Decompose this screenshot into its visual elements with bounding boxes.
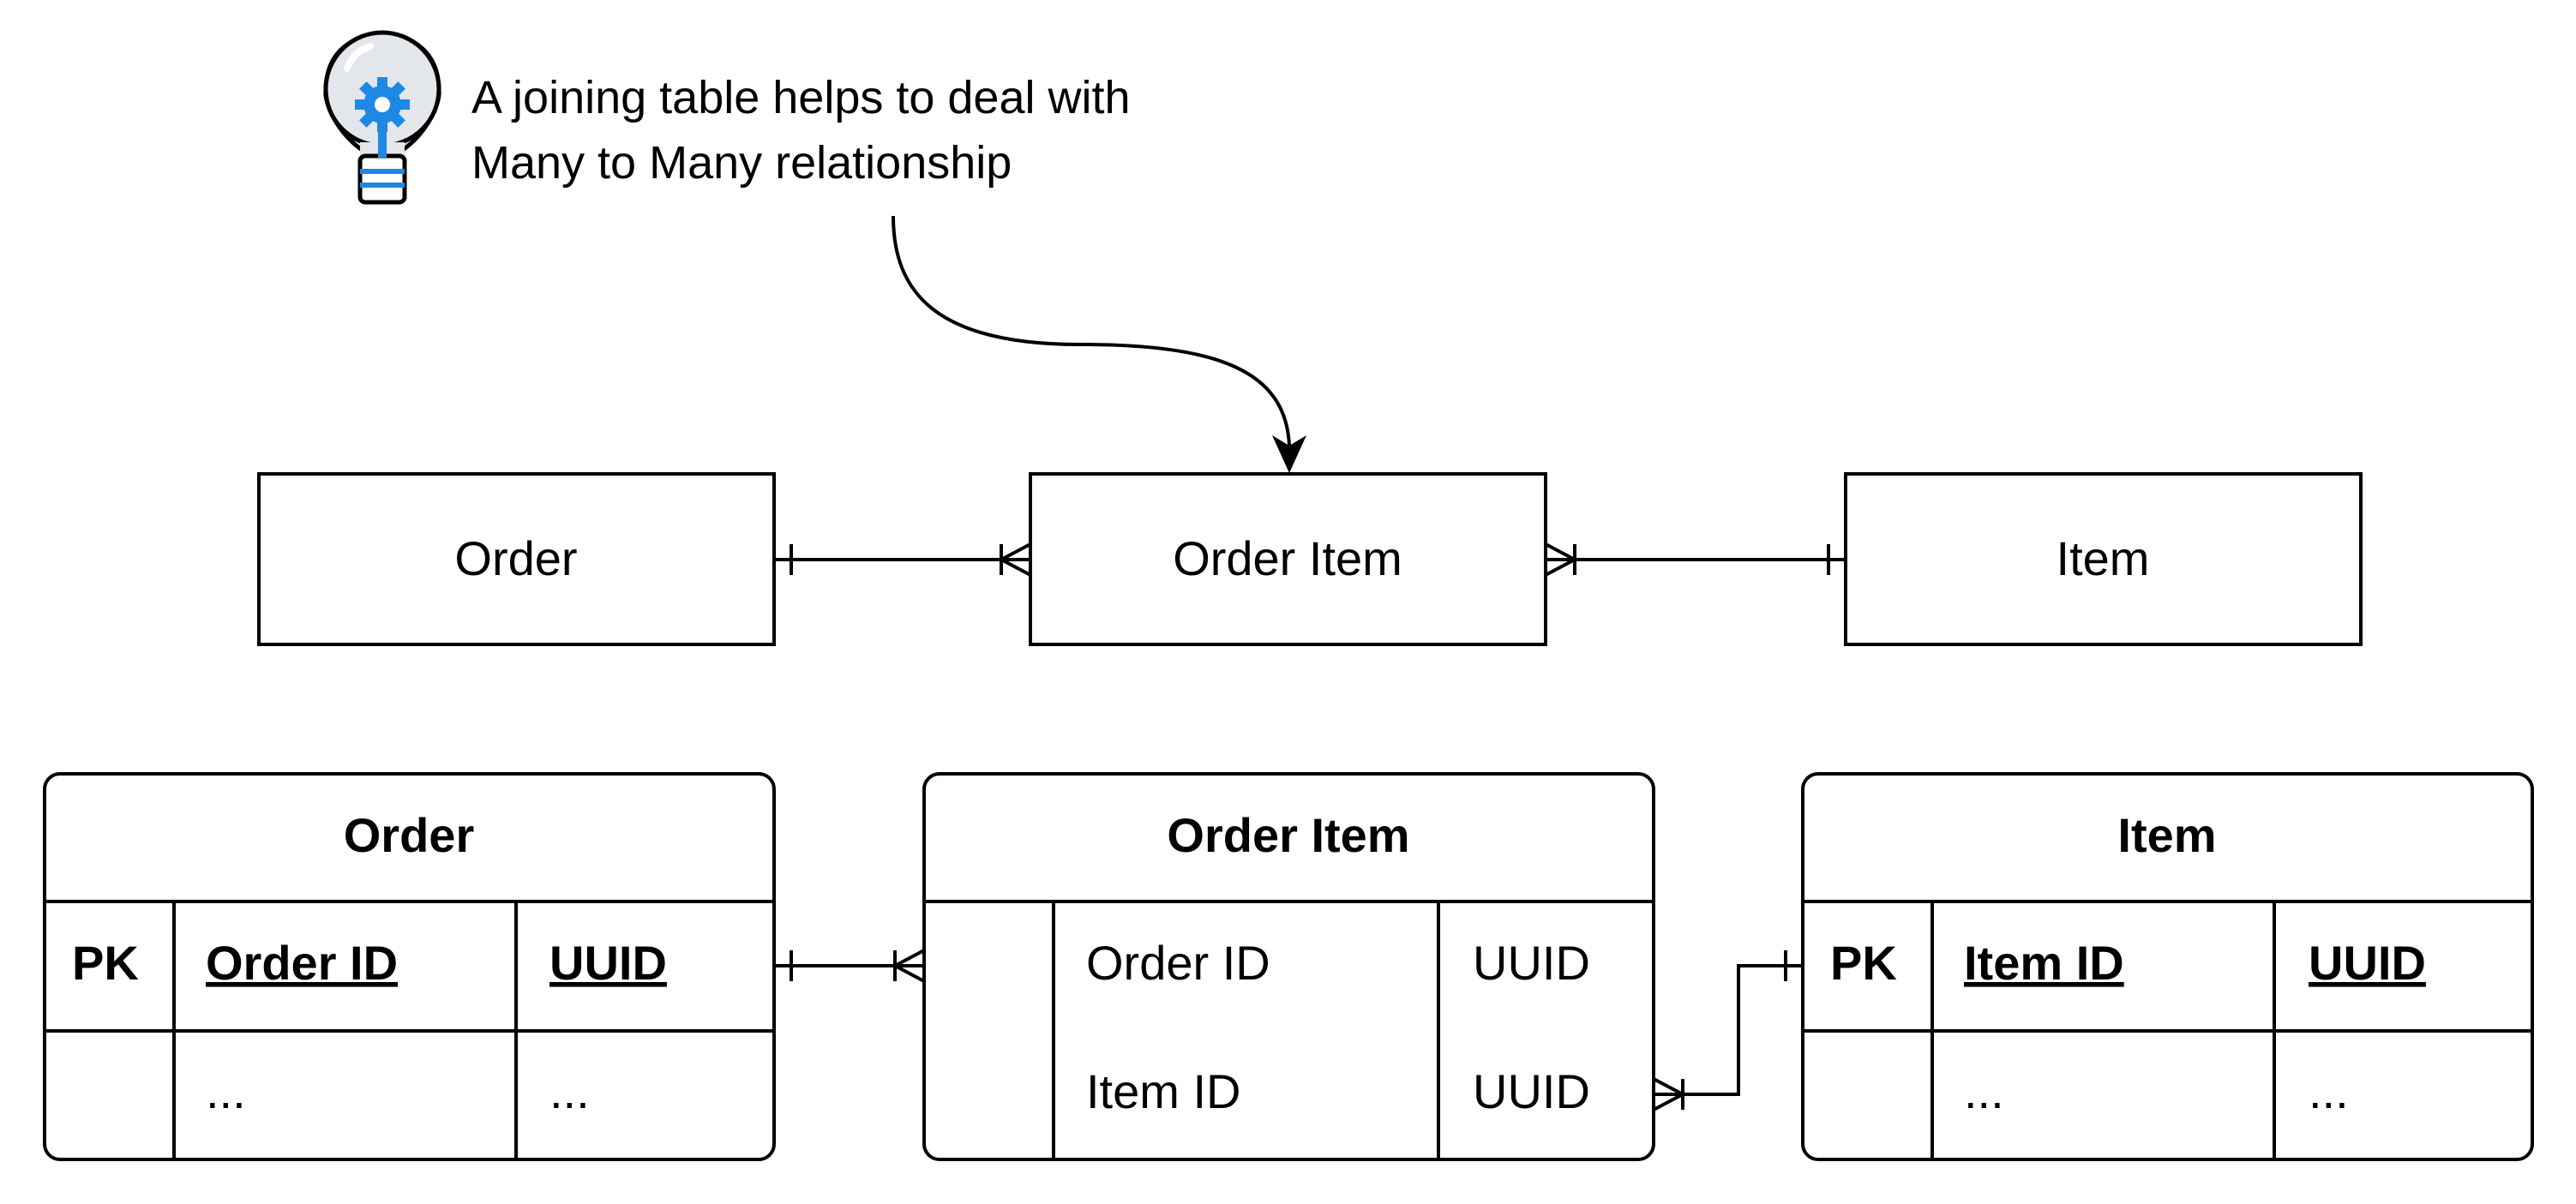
table-order-item-row1-name: Order ID (1086, 936, 1270, 990)
entity-order-item-label: Order Item (1173, 531, 1402, 585)
entity-order: Order (257, 472, 776, 646)
note-line-1: A joining table helps to deal with (471, 72, 1131, 123)
table-item-row1-key: PK (1830, 936, 1897, 990)
table-item-row2-type: ... (2309, 1064, 2349, 1118)
entity-item: Item (1844, 472, 2363, 646)
relationship-order-orderitem (774, 542, 1031, 577)
note-line-2: Many to Many relationship (471, 137, 1012, 189)
table-order-item-row2-type: UUID (1473, 1064, 1590, 1118)
table-order-item-title: Order Item (1167, 808, 1409, 862)
table-order-item-row1-type: UUID (1473, 936, 1590, 990)
fk-orderitem-item (1653, 950, 1803, 1111)
entity-order-item: Order Item (1029, 472, 1547, 646)
table-order: Order PK Order ID UUID ... ... (43, 772, 776, 1161)
table-order-item-row2-name: Item ID (1086, 1064, 1240, 1118)
relationship-orderitem-item (1545, 542, 1846, 577)
table-item-row1-type: UUID (2309, 936, 2426, 990)
table-item-title: Item (2117, 808, 2216, 862)
table-order-title: Order (344, 808, 475, 862)
table-order-row1-name: Order ID (206, 936, 398, 990)
table-order-row2-type: ... (549, 1064, 590, 1118)
entity-order-label: Order (454, 531, 577, 585)
entity-item-label: Item (2057, 531, 2150, 585)
table-item: Item PK Item ID UUID ... ... (1801, 772, 2534, 1161)
lightbulb-gear-icon (323, 30, 441, 205)
table-item-row2-name: ... (1964, 1064, 2004, 1118)
table-order-row1-type: UUID (549, 936, 667, 990)
table-order-row2-name: ... (206, 1064, 246, 1118)
table-item-row1-name: Item ID (1964, 936, 2124, 990)
table-order-item: Order Item Order ID UUID Item ID UUID (922, 772, 1655, 1161)
table-order-row1-key: PK (72, 936, 139, 990)
fk-order-orderitem (774, 949, 925, 983)
arrowhead-icon (1272, 435, 1306, 473)
note-arrow (892, 215, 1291, 446)
